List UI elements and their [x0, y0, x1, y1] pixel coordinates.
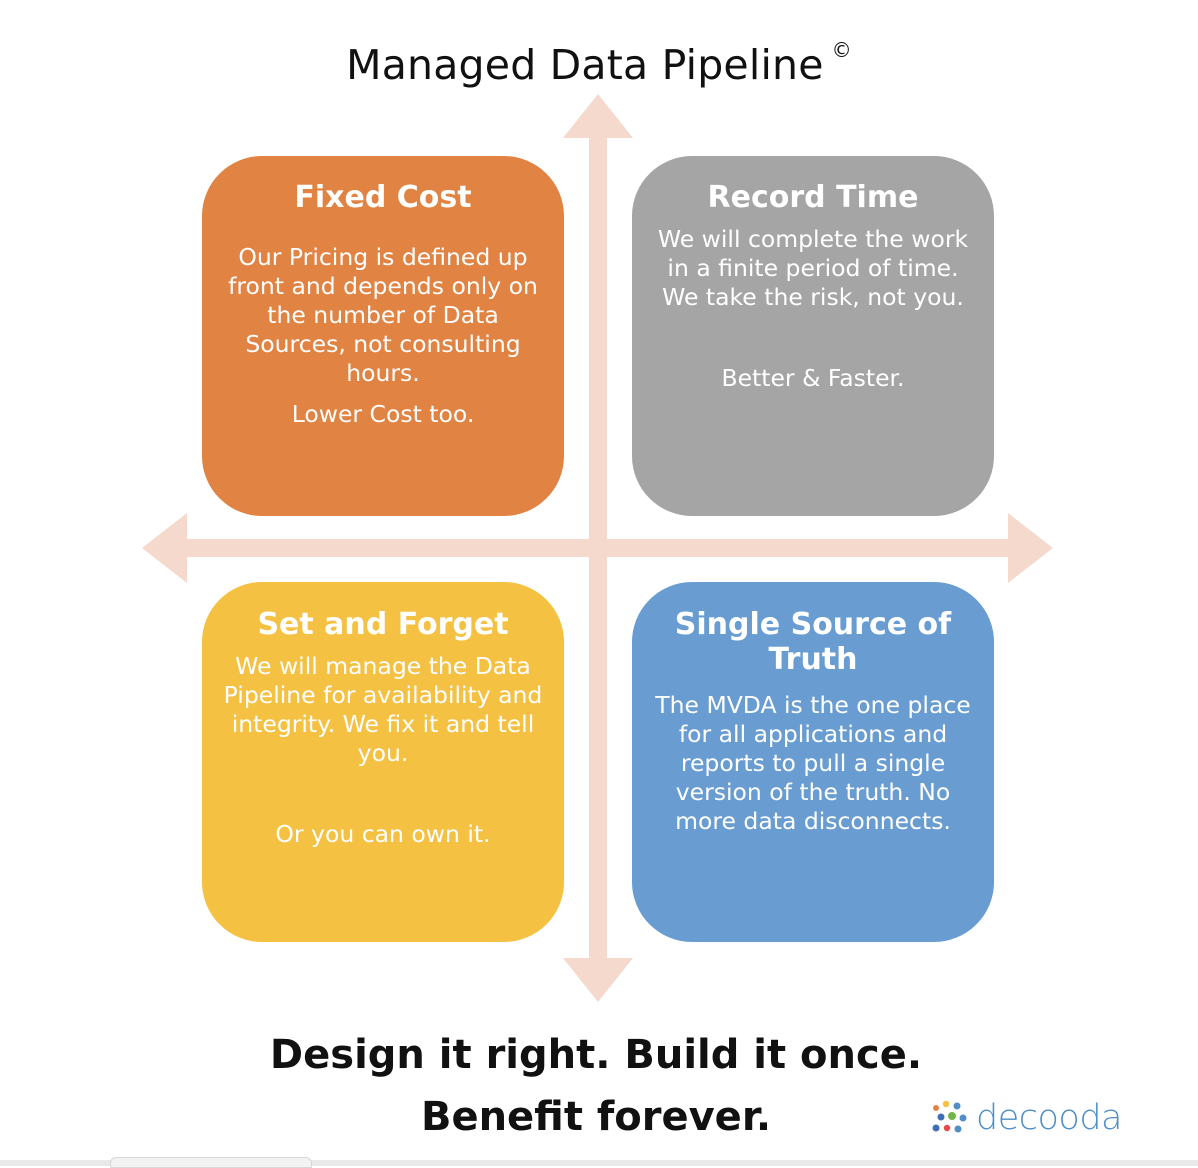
fixed-cost-body: Our Pricing is defined up front and depe… [228, 243, 538, 387]
fixed-cost-title: Fixed Cost [294, 180, 472, 215]
bottom-divider [0, 1160, 1198, 1166]
single-source-card: Single Source of Truth The MVDA is the o… [632, 582, 994, 942]
single-source-title: Single Source of Truth [674, 607, 952, 677]
decooda-logo-icon [932, 1100, 967, 1133]
set-and-forget-card: Set and Forget We will manage the Data P… [202, 582, 564, 942]
record-time-body: We will complete the work in a finite pe… [657, 225, 969, 311]
fixed-cost-note: Lower Cost too. [291, 400, 475, 428]
decooda-logo: decooda [930, 1096, 1123, 1140]
fixed-cost-card: Fixed Cost Our Pricing is defined up fro… [202, 156, 564, 516]
set-and-forget-body: We will manage the Data Pipeline for ava… [223, 652, 543, 767]
record-time-note: Better & Faster. [721, 364, 905, 392]
copyright-symbol: © [831, 38, 852, 62]
set-and-forget-title: Set and Forget [257, 607, 509, 642]
bottom-tab-edge [110, 1157, 312, 1168]
single-source-body: The MVDA is the one place for all applic… [655, 691, 971, 835]
tagline-line-2: Benefit forever. [420, 1094, 772, 1140]
set-and-forget-note: Or you can own it. [275, 820, 491, 848]
record-time-title: Record Time [707, 180, 919, 215]
title-text: Managed Data Pipeline [346, 41, 824, 89]
decooda-logo-text: decooda [976, 1098, 1123, 1138]
horizontal-axis-arrow [142, 513, 1053, 583]
page-title: Managed Data Pipeline © [0, 38, 1198, 89]
record-time-card: Record Time We will complete the work in… [632, 156, 994, 516]
tagline-line-1: Design it right. Build it once. [269, 1032, 923, 1078]
